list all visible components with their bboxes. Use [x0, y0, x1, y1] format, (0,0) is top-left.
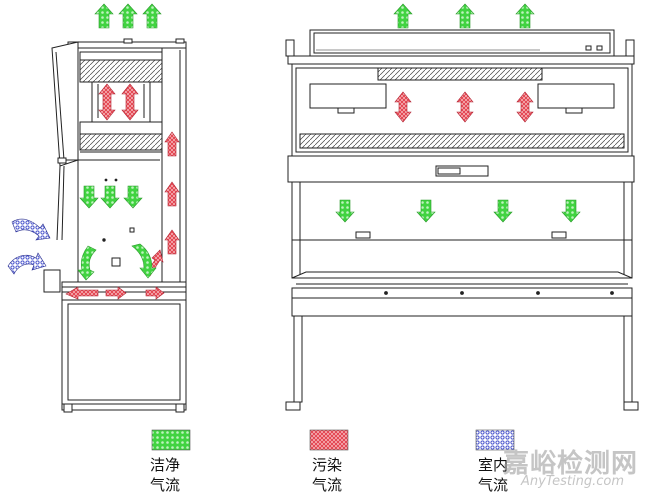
clean-air-arrow: [493, 199, 513, 223]
contaminated-air-arrow: [394, 91, 412, 123]
clean-air-arrow: [416, 199, 436, 223]
side-exhaust-arrows: [94, 3, 162, 29]
room-air-arrow: [11, 218, 51, 241]
clean-air-arrow: [79, 185, 99, 209]
clean-air-arrow: [142, 3, 162, 29]
room-air-arrow: [7, 252, 47, 275]
contaminated-air-arrow: [98, 83, 116, 121]
room-air-arrows: [7, 218, 51, 275]
legend-room-line2: 气流: [478, 476, 509, 494]
clean-air-arrow: [393, 3, 413, 29]
contaminated-air-arrow: [164, 131, 180, 157]
legend-swatch-clean: [151, 429, 191, 451]
front-view-cabinet: [285, 29, 639, 411]
contaminated-air-arrow: [65, 286, 99, 300]
front-exhaust-arrows: [393, 3, 535, 29]
legend-swatch-contaminated: [309, 429, 349, 451]
legend-label-contaminated: 污染 气流: [312, 455, 342, 495]
contaminated-air-arrow: [105, 286, 127, 300]
side-view-cabinet: [43, 38, 187, 413]
front-plenum-arrows: [394, 91, 534, 123]
clean-air-arrow: [515, 3, 535, 29]
legend-clean-line2: 气流: [150, 476, 181, 494]
contaminated-air-arrow: [121, 83, 139, 121]
contaminated-air-arrow: [145, 286, 165, 300]
side-plenum-arrows: [65, 83, 180, 300]
clean-air-arrow: [118, 3, 138, 29]
clean-air-arrow: [455, 3, 475, 29]
contaminated-air-arrow: [456, 91, 474, 123]
clean-air-arrow: [123, 185, 143, 209]
front-downflow-arrows: [335, 199, 581, 223]
watermark-logo: 嘉峪检测网: [502, 449, 638, 479]
clean-air-arrow: [94, 3, 114, 29]
clean-air-arrow: [100, 185, 120, 209]
legend-room-line1: 室内: [478, 456, 509, 474]
legend-contaminated-line2: 气流: [312, 476, 343, 494]
clean-air-arrow: [131, 243, 157, 279]
legend-swatch-room: [475, 429, 515, 451]
contaminated-air-arrow: [164, 229, 180, 255]
watermark-url: AnyTesting.com: [520, 474, 624, 489]
clean-air-arrow: [77, 245, 97, 281]
legend-label-clean: 洁净 气流: [150, 455, 180, 495]
clean-air-arrow: [335, 199, 355, 223]
legend-clean-line1: 洁净: [150, 456, 181, 474]
side-downflow-arrows: [77, 185, 157, 281]
contaminated-air-arrow: [164, 181, 180, 207]
legend-label-room: 室内 气流: [478, 455, 508, 495]
contaminated-air-arrow: [516, 91, 534, 123]
legend-contaminated-line1: 污染: [312, 456, 343, 474]
clean-air-arrow: [561, 199, 581, 223]
